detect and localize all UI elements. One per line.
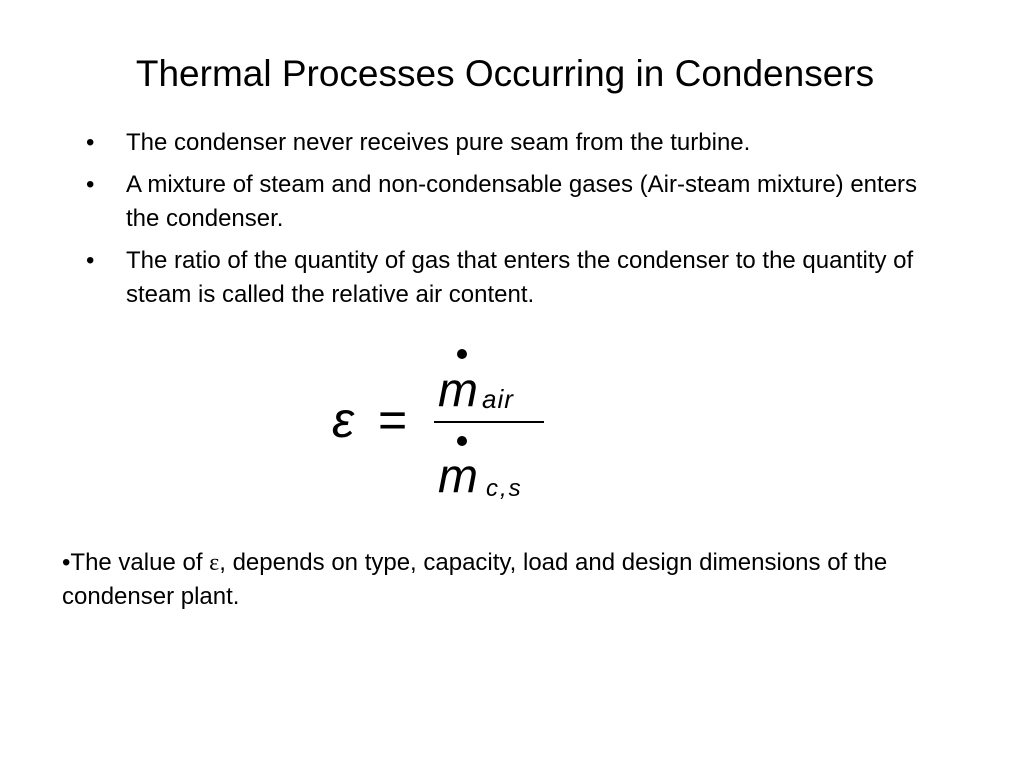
note-epsilon-symbol: ε	[209, 550, 220, 576]
formula-numerator-symbol: m	[438, 364, 478, 417]
note-prefix: •The value of	[62, 549, 210, 576]
formula-denominator-symbol: m	[438, 450, 478, 503]
formula-epsilon: ε	[332, 392, 355, 448]
slide-title: Thermal Processes Occurring in Condenser…	[135, 53, 875, 94]
bullet-marker: •	[86, 247, 95, 274]
numerator-dot	[457, 349, 467, 359]
bullet-marker: •	[86, 171, 95, 198]
bullet-text: The ratio of the quantity of gas that en…	[126, 247, 914, 308]
formula-equals-sign: =	[378, 392, 407, 448]
bullet-item: • The condenser never receives pure seam…	[86, 126, 946, 160]
bullet-marker: •	[86, 129, 95, 156]
formula-numerator-subscript: air	[482, 384, 514, 414]
formula-denominator-subscript: c,s	[486, 475, 523, 502]
bullet-item: • The ratio of the quantity of gas that …	[86, 244, 946, 312]
bullet-text: A mixture of steam and non-condensable g…	[126, 171, 918, 232]
bullet-list: • The condenser never receives pure seam…	[86, 126, 946, 320]
note-suffix: , depends on type, capacity, load and de…	[62, 549, 888, 610]
relative-air-content-formula: ε = m air m c,s	[332, 349, 544, 503]
bullet-item: • A mixture of steam and non-condensable…	[86, 168, 946, 236]
epsilon-note: •The value of ε, depends on type, capaci…	[62, 546, 982, 614]
bullet-text: The condenser never receives pure seam f…	[126, 129, 751, 156]
denominator-dot	[457, 436, 467, 446]
